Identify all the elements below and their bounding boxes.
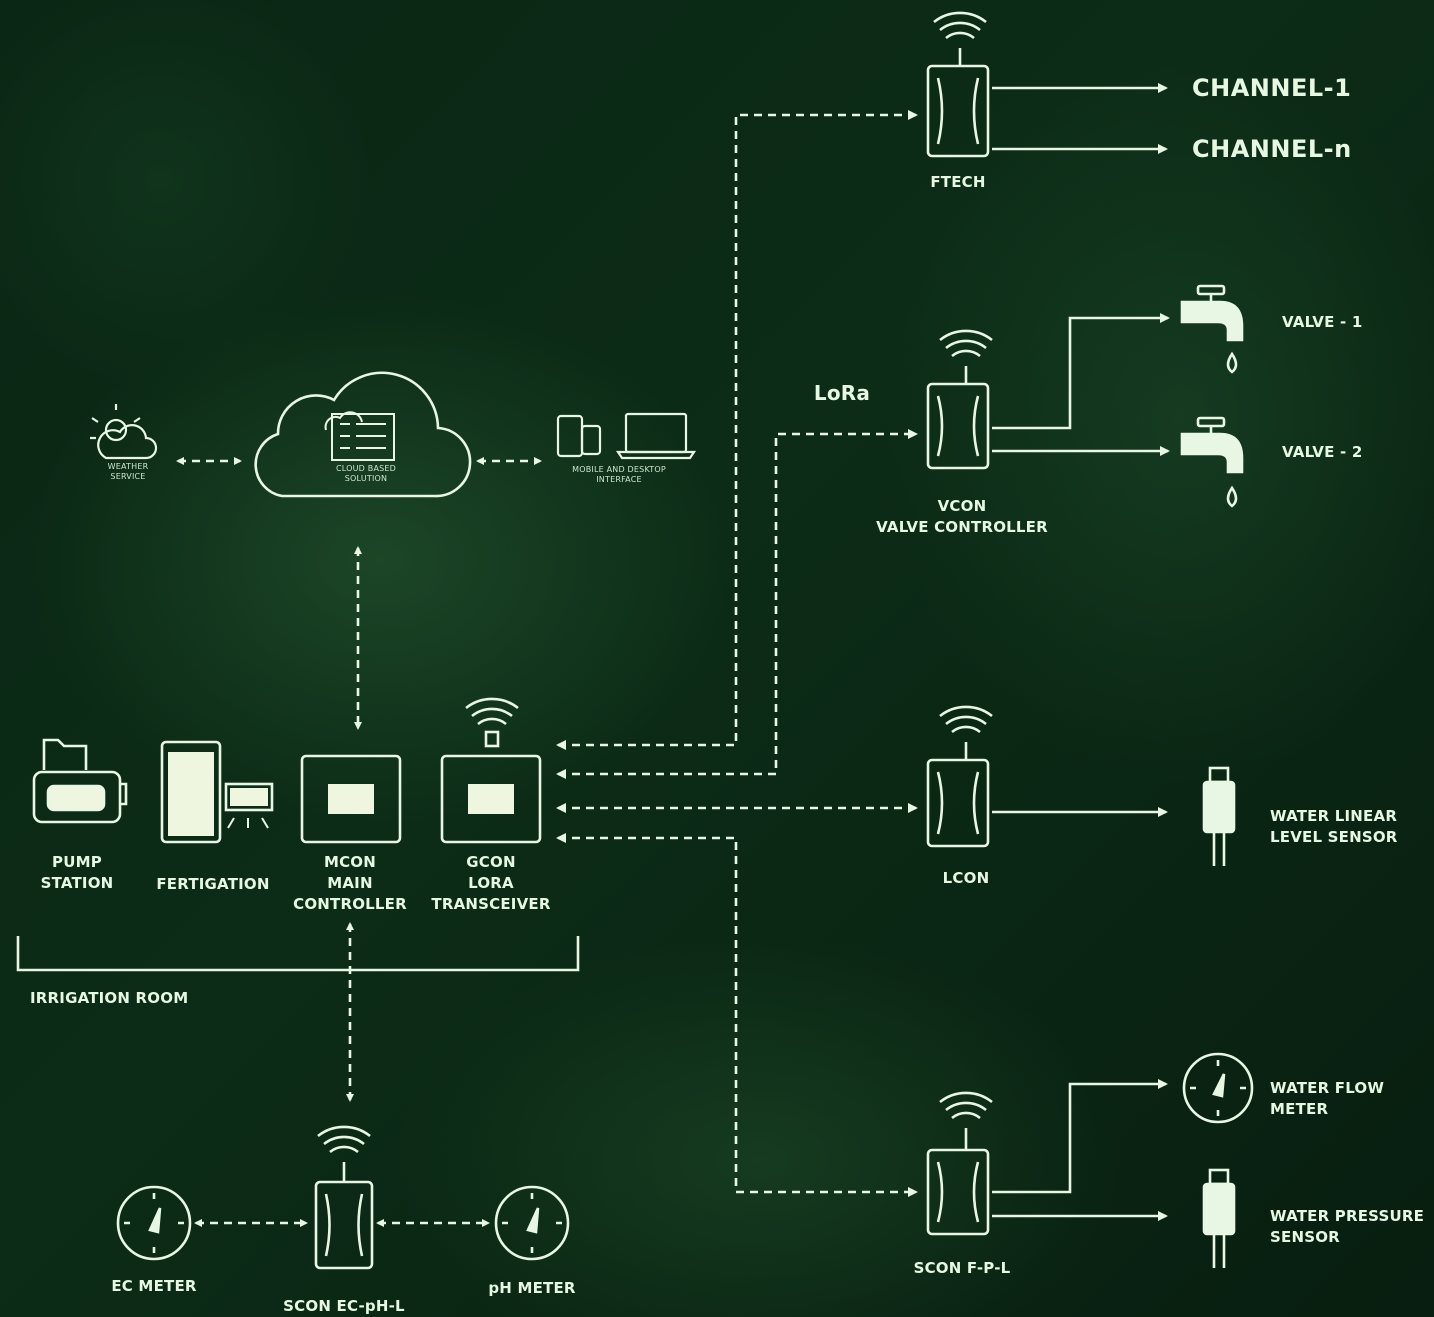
valve-2-label: VALVE - 2: [1282, 443, 1363, 461]
gcon-label: GCON LORA TRANSCEIVER: [431, 853, 551, 913]
devices-icon: [556, 412, 697, 460]
weather-icon: [90, 404, 158, 460]
valve-1-icon: [1180, 284, 1244, 374]
irrigation-room-label: IRRIGATION ROOM: [30, 989, 189, 1007]
pressure-sensor-icon: [1202, 1168, 1236, 1268]
pump-icon: [32, 738, 128, 824]
mcon-icon: [300, 754, 402, 844]
out-valve-1: [992, 313, 1170, 430]
channel-n-label: CHANNEL-n: [1192, 135, 1352, 163]
devices-label: MOBILE AND DESKTOP INTERFACE: [572, 465, 666, 484]
lcon-label: LCON: [942, 869, 990, 887]
out-flow-meter: [992, 1079, 1168, 1194]
ftech-device-icon: [926, 11, 990, 158]
mcon-label: MCON MAIN CONTROLLER: [293, 853, 407, 913]
fertigation-icon: [160, 740, 274, 844]
solid-outputs: [992, 83, 1170, 1221]
ec-meter-label: EC METER: [111, 1277, 197, 1295]
vcon-label: VCON VALVE CONTROLLER: [876, 497, 1048, 536]
weather-label: WEATHER SERVICE: [107, 462, 149, 481]
ftech-label: FTECH: [930, 173, 986, 191]
scon-ec-device-icon: [314, 1125, 374, 1270]
scon-fpl-label: SCON F-P-L: [913, 1259, 1011, 1277]
channel-1-label: CHANNEL-1: [1192, 74, 1352, 102]
ph-meter-label: pH METER: [488, 1279, 576, 1297]
link-gcon-scon-fpl: [556, 833, 918, 1197]
link-gcon-ftech: [556, 110, 918, 750]
level-sensor-icon: [1202, 766, 1236, 866]
pressure-sensor-label: WATER PRESSURE SENSOR: [1270, 1207, 1425, 1246]
lora-label: LoRa: [813, 381, 871, 405]
lcon-device-icon: [926, 705, 993, 848]
dashed-links: [176, 110, 918, 1227]
flow-meter-icon: [1182, 1052, 1254, 1124]
scon-fpl-device-icon: [926, 1091, 993, 1236]
ph-gauge-icon: [494, 1185, 570, 1261]
level-sensor-label: WATER LINEAR LEVEL SENSOR: [1270, 807, 1398, 846]
gcon-icon: [440, 697, 542, 844]
valve-1-label: VALVE - 1: [1282, 313, 1363, 331]
ec-gauge-icon: [116, 1185, 192, 1261]
cloud-icon: [254, 371, 472, 498]
scon-ec-label: SCON EC-pH-L: [283, 1297, 405, 1315]
pump-station-label: PUMP STATION: [40, 853, 114, 892]
valve-2-icon: [1180, 416, 1244, 508]
irrigation-room-bracket: [16, 936, 580, 972]
flow-meter-label: WATER FLOW METER: [1270, 1079, 1385, 1118]
cloud-label: CLOUD BASED SOLUTION: [335, 464, 397, 483]
vcon-device-icon: [926, 329, 993, 470]
fertigation-label: FERTIGATION: [156, 875, 270, 893]
